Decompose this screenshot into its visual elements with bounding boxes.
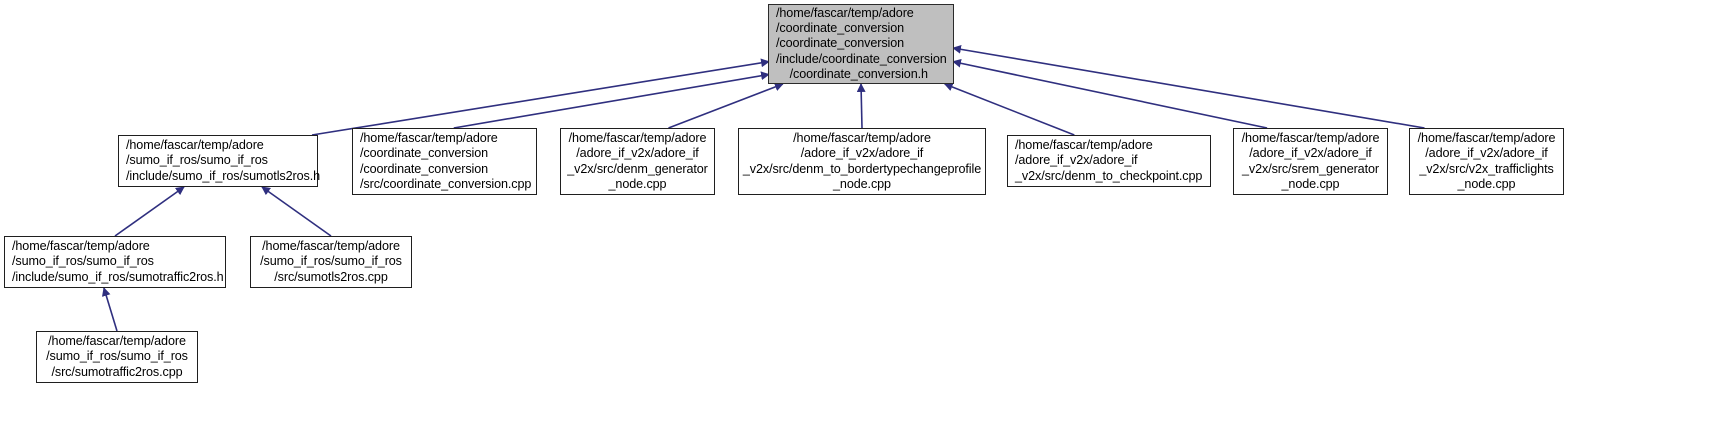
node-label-line: _v2x/src/srem_generator <box>1242 161 1379 176</box>
node-label-line: /adore_if_v2x/adore_if <box>1249 146 1372 161</box>
edge-sumotls2ros-cpp-to-sumotls2ros-h <box>261 186 332 237</box>
node-label-line: /sumo_if_ros/sumo_if_ros <box>126 153 268 168</box>
node-label-line: /coordinate_conversion <box>776 21 905 36</box>
edge-v2x-trafficlights-node-to-root <box>952 44 1425 129</box>
node-coordinate-conversion-cpp[interactable]: /home/fascar/temp/adore/coordinate_conve… <box>352 128 537 195</box>
node-label-line: /home/fascar/temp/adore <box>126 138 264 153</box>
node-label-line: _node.cpp <box>1457 176 1516 191</box>
node-srem-generator-node-cpp[interactable]: /home/fascar/temp/adore/adore_if_v2x/ado… <box>1233 128 1388 195</box>
node-label-line: _node.cpp <box>608 176 667 191</box>
node-label-line: /home/fascar/temp/adore <box>262 239 400 254</box>
node-denm-generator-node-cpp[interactable]: /home/fascar/temp/adore/adore_if_v2x/ado… <box>560 128 715 195</box>
node-label-line: /include/sumo_if_ros/sumotraffic2ros.h <box>12 269 224 284</box>
node-label-line: /coordinate_conversion <box>360 146 489 161</box>
node-label-line: /src/coordinate_conversion.cpp <box>360 176 532 191</box>
node-label-line: /home/fascar/temp/adore <box>360 130 498 145</box>
node-label-line: /home/fascar/temp/adore <box>1015 138 1153 153</box>
node-denm-to-checkpoint-cpp[interactable]: /home/fascar/temp/adore/adore_if_v2x/ado… <box>1007 135 1211 187</box>
node-label-line: /coordinate_conversion.h <box>776 66 928 81</box>
node-label-line: /sumo_if_ros/sumo_if_ros <box>46 349 188 364</box>
node-sumotraffic2ros-cpp[interactable]: /home/fascar/temp/adore/sumo_if_ros/sumo… <box>36 331 198 383</box>
node-label-line: /include/sumo_if_ros/sumotls2ros.h <box>126 168 320 183</box>
node-label-line: /sumo_if_ros/sumo_if_ros <box>260 254 402 269</box>
node-sumotraffic2ros-h[interactable]: /home/fascar/temp/adore/sumo_if_ros/sumo… <box>4 236 226 288</box>
node-label-line: _node.cpp <box>1281 176 1340 191</box>
node-label-line: /coordinate_conversion <box>360 161 489 176</box>
node-label-line: /adore_if_v2x/adore_if <box>1425 146 1548 161</box>
node-label-line: /home/fascar/temp/adore <box>793 130 931 145</box>
node-label-line: /sumo_if_ros/sumo_if_ros <box>12 254 154 269</box>
node-label-line: /home/fascar/temp/adore <box>568 130 707 145</box>
edge-coordinate-conversion-cpp-to-root <box>453 71 770 129</box>
node-label-line: /coordinate_conversion <box>776 36 905 51</box>
edge-denm-generator-node-to-root <box>668 82 784 129</box>
node-label-line: /src/sumotraffic2ros.cpp <box>51 364 183 379</box>
node-label-line: /include/coordinate_conversion <box>776 51 947 66</box>
node-label-line: /adore_if_v2x/adore_if <box>576 146 699 161</box>
node-label-line: /adore_if_v2x/adore_if <box>1015 153 1138 168</box>
edge-sumotls2ros-h-to-root <box>311 58 770 136</box>
node-denm-to-bordertypechangeprofile-node-cpp[interactable]: /home/fascar/temp/adore/adore_if_v2x/ado… <box>738 128 986 195</box>
node-label-line: _v2x/src/denm_generator <box>567 161 708 176</box>
node-label-line: /home/fascar/temp/adore <box>12 239 150 254</box>
node-sumotls2ros-h[interactable]: /home/fascar/temp/adore/sumo_if_ros/sumo… <box>118 135 320 187</box>
node-label-line: _v2x/src/denm_to_bordertypechangeprofile <box>742 161 982 176</box>
node-label-line: /src/sumotls2ros.cpp <box>274 269 388 284</box>
node-label-line: /home/fascar/temp/adore <box>48 334 186 349</box>
node-label-line: /home/fascar/temp/adore <box>776 5 914 20</box>
node-label-line: /adore_if_v2x/adore_if <box>800 146 924 161</box>
edge-srem-generator-node-to-root <box>952 58 1268 129</box>
edge-sumotraffic2ros-h-to-sumotls2ros-h <box>114 186 185 237</box>
node-label-line: _node.cpp <box>833 176 891 191</box>
node-coordinate-conversion-h[interactable]: /home/fascar/temp/adore/coordinate_conve… <box>768 4 954 84</box>
node-label-line: /home/fascar/temp/adore <box>1241 130 1380 145</box>
edge-denm-to-checkpoint-to-root <box>943 82 1075 136</box>
edge-sumotraffic2ros-cpp-to-sumotraffic2ros-h <box>101 287 118 332</box>
node-v2x-trafficlights-node-cpp[interactable]: /home/fascar/temp/adore/adore_if_v2x/ado… <box>1409 128 1564 195</box>
edge-denm-to-bordertypechangeprofile-to-root <box>856 83 866 129</box>
node-label-line: /home/fascar/temp/adore <box>1417 130 1556 145</box>
node-label-line: _v2x/src/v2x_trafficlights <box>1419 161 1554 176</box>
node-sumotls2ros-cpp[interactable]: /home/fascar/temp/adore/sumo_if_ros/sumo… <box>250 236 412 288</box>
node-label-line: _v2x/src/denm_to_checkpoint.cpp <box>1015 168 1203 183</box>
